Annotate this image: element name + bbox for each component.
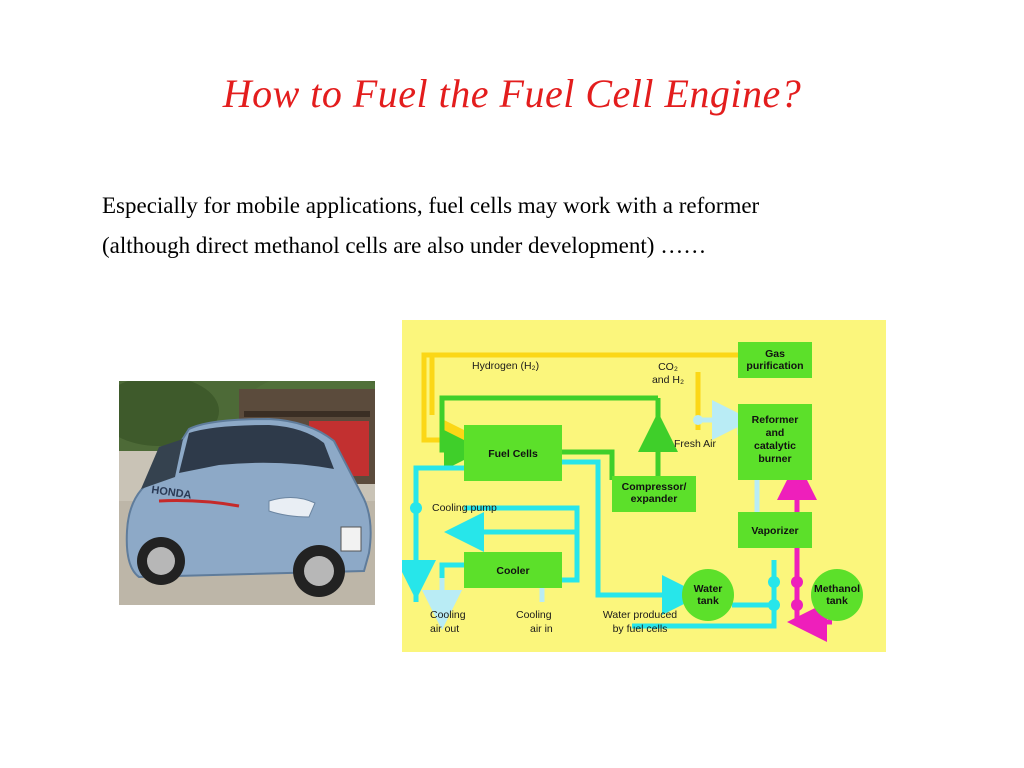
vaporizer-label: Vaporizer [751, 525, 798, 537]
slide-title: How to Fuel the Fuel Cell Engine? [0, 70, 1024, 117]
body-text: Especially for mobile applications, fuel… [102, 186, 962, 266]
body-line-2: (although direct methanol cells are also… [102, 226, 962, 266]
cooler-box: Cooler [464, 552, 562, 588]
body-line-1: Especially for mobile applications, fuel… [102, 186, 962, 226]
fuel-cells-box: Fuel Cells [464, 425, 562, 481]
car-photo: HONDA [119, 381, 375, 605]
svg-text:Compressor/expander: Compressor/expander [622, 481, 687, 505]
fuel-cells-label: Fuel Cells [488, 448, 538, 460]
cooling-pump-label: Cooling pump [432, 502, 497, 514]
fresh-air-label: Fresh Air [674, 438, 717, 450]
vaporizer-box: Vaporizer [738, 512, 812, 548]
cooler-label: Cooler [496, 565, 529, 577]
hydrogen-label: Hydrogen (H₂) [472, 360, 539, 372]
compressor-box: Compressor/expander [612, 476, 696, 512]
